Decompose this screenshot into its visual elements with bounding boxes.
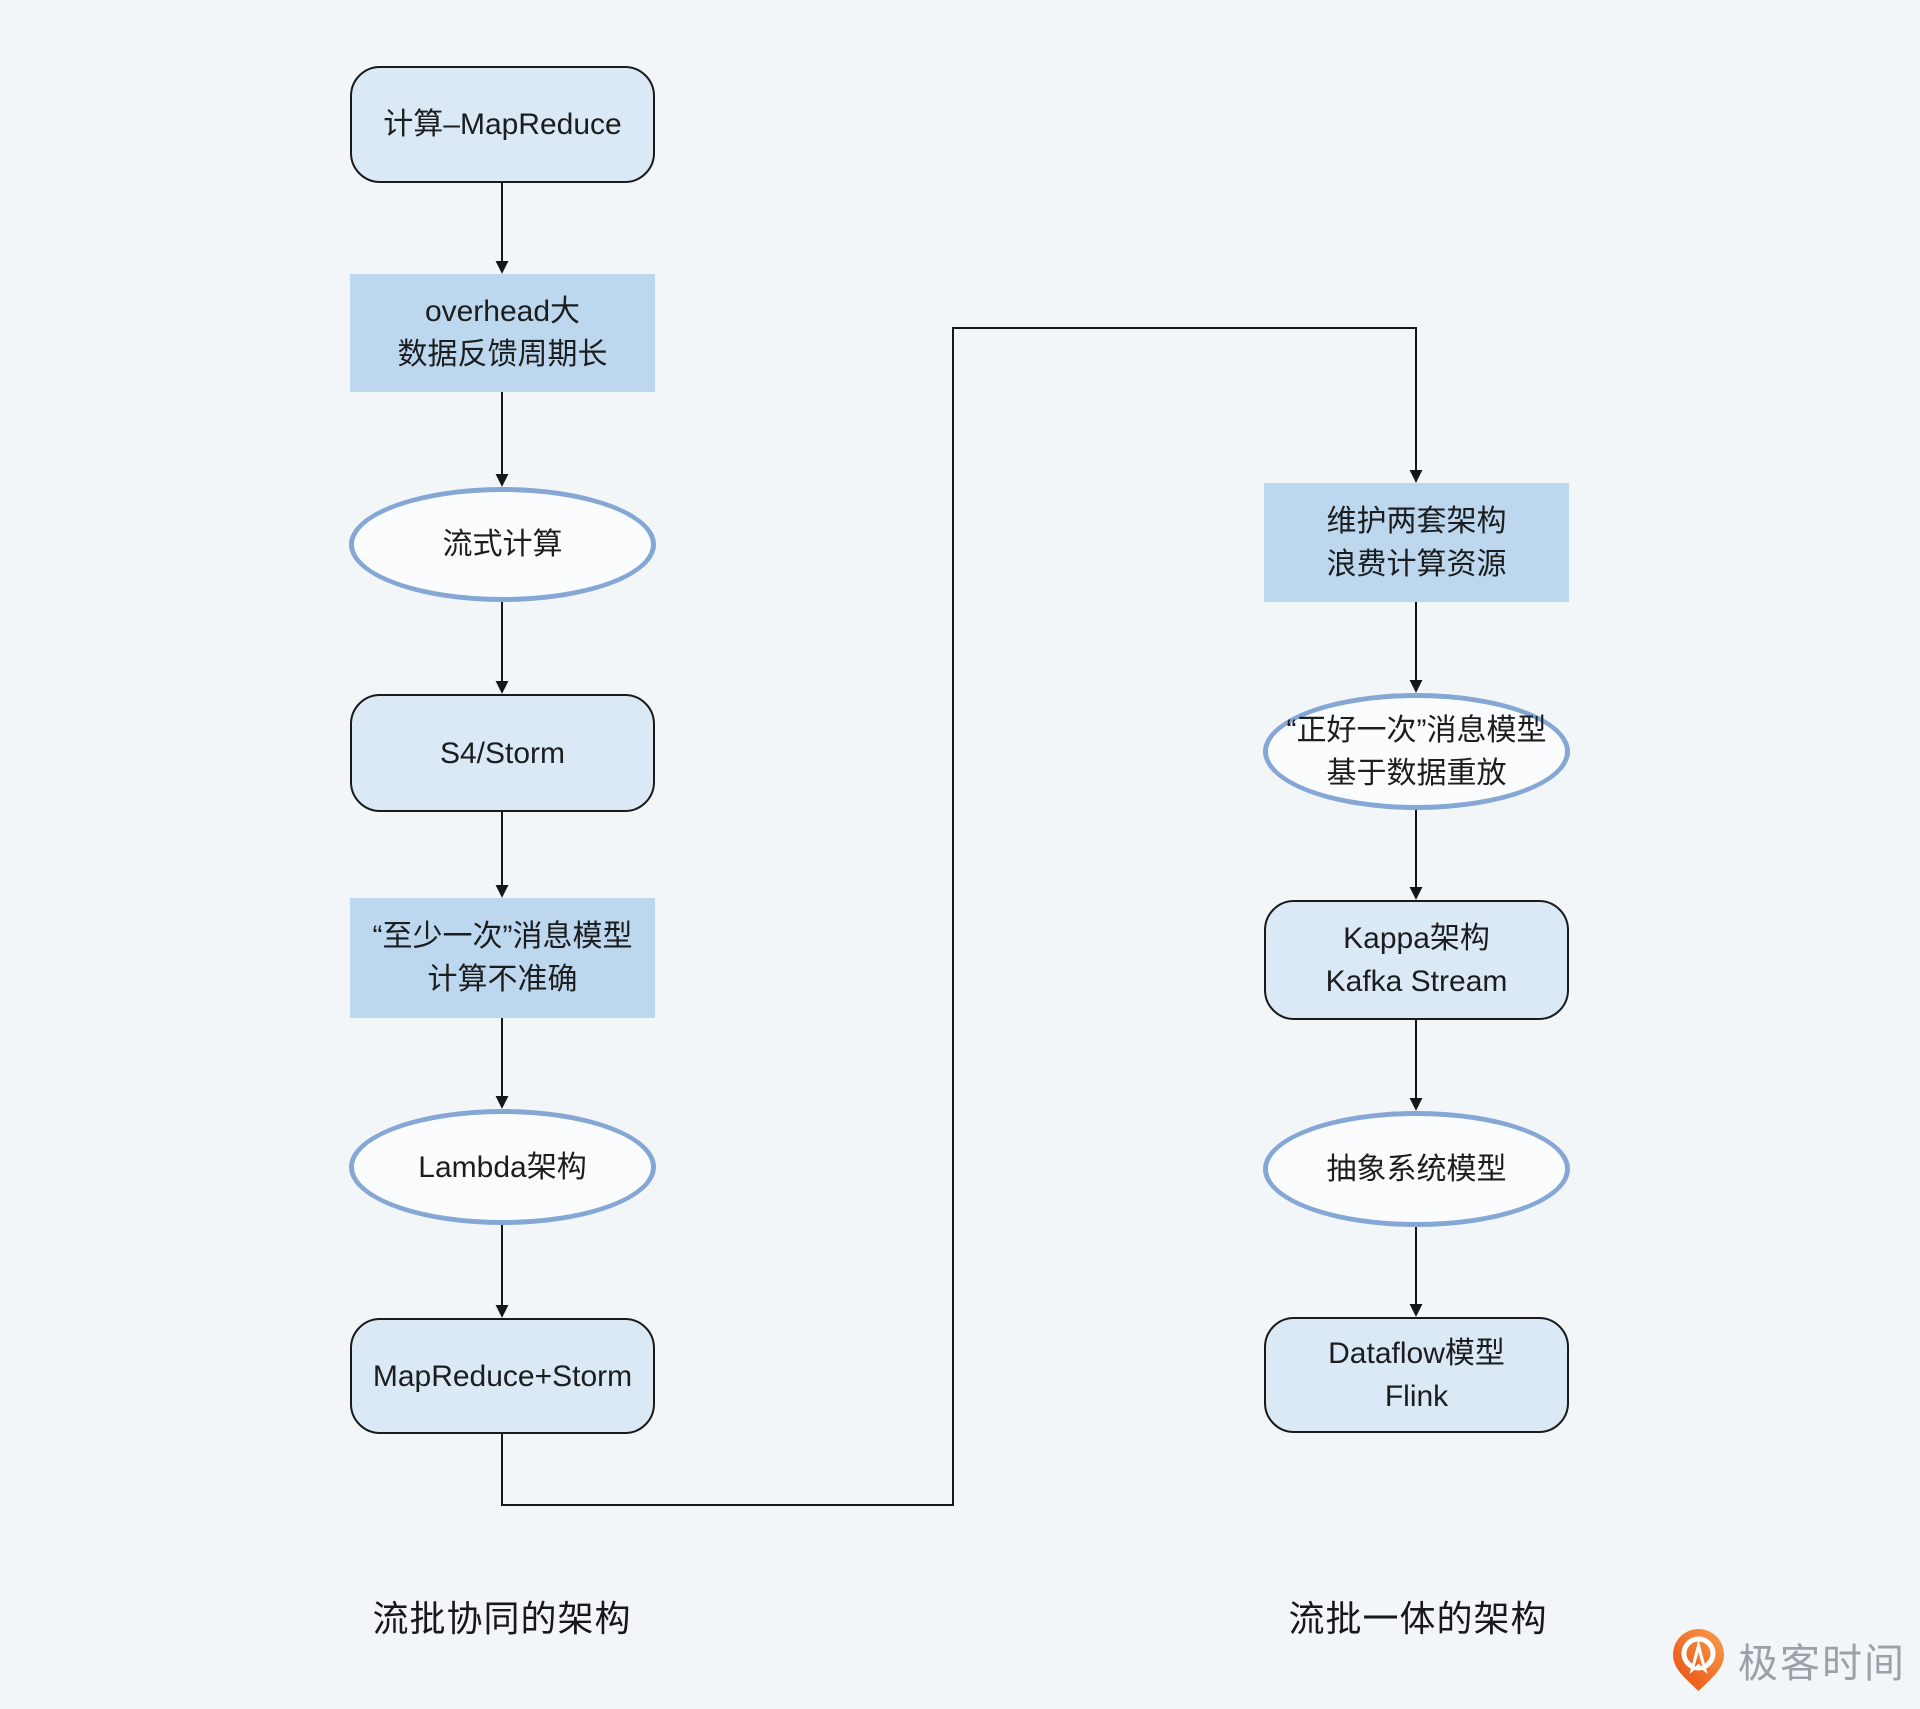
node-exactly-once-model: “正好一次”消息模型 基于数据重放 [1263, 693, 1570, 810]
node-at-least-once-problem: “至少一次”消息模型 计算不准确 [350, 898, 655, 1018]
node-label: overhead大 [424, 295, 581, 328]
node-label: “至少一次”消息模型 [372, 920, 633, 953]
node-label: “正好一次”消息模型 [1286, 713, 1547, 747]
node-label: 维护两套架构 [1326, 504, 1507, 538]
geektime-logo-text: 极客时间 [1738, 1642, 1906, 1686]
caption-right-column: 流批一体的架构 [1288, 1598, 1548, 1639]
node-label: 数据反馈周期长 [397, 338, 608, 371]
node-label: 抽象系统模型 [1326, 1152, 1507, 1186]
node-label: Kappa架构 [1343, 922, 1490, 955]
node-label: 基于数据重放 [1326, 756, 1507, 790]
node-abstract-system-model: 抽象系统模型 [1263, 1111, 1570, 1227]
node-label: 浪费计算资源 [1326, 547, 1507, 581]
node-overhead-problem: overhead大 数据反馈周期长 [350, 274, 655, 392]
node-label: 计算–MapReduce [383, 108, 622, 141]
node-label: Kafka Stream [1325, 965, 1508, 998]
caption-left-column: 流批协同的架构 [372, 1598, 632, 1639]
node-label: S4/Storm [439, 736, 566, 770]
node-label: 流式计算 [442, 528, 563, 561]
node-label: Lambda架构 [418, 1150, 587, 1184]
node-label: MapReduce+Storm [372, 1359, 633, 1393]
node-compute-mapreduce: 计算–MapReduce [350, 66, 655, 183]
node-kappa-kafka-stream: Kappa架构 Kafka Stream [1264, 900, 1569, 1020]
node-label: 计算不准确 [427, 963, 578, 996]
geektime-pin-icon [1673, 1629, 1724, 1691]
cross-column-connector [501, 327, 1423, 1506]
node-lambda-architecture: Lambda架构 [349, 1109, 656, 1225]
node-label: Flink [1384, 1380, 1449, 1413]
node-s4-storm: S4/Storm [350, 694, 655, 812]
node-mapreduce-plus-storm: MapReduce+Storm [350, 1318, 655, 1434]
node-stream-computing: 流式计算 [349, 487, 656, 602]
node-two-stacks-problem: 维护两套架构 浪费计算资源 [1264, 483, 1569, 602]
node-dataflow-flink: Dataflow模型 Flink [1264, 1317, 1569, 1433]
node-label: Dataflow模型 [1328, 1337, 1505, 1370]
geektime-logo: 极客时间 [1672, 1628, 1906, 1692]
